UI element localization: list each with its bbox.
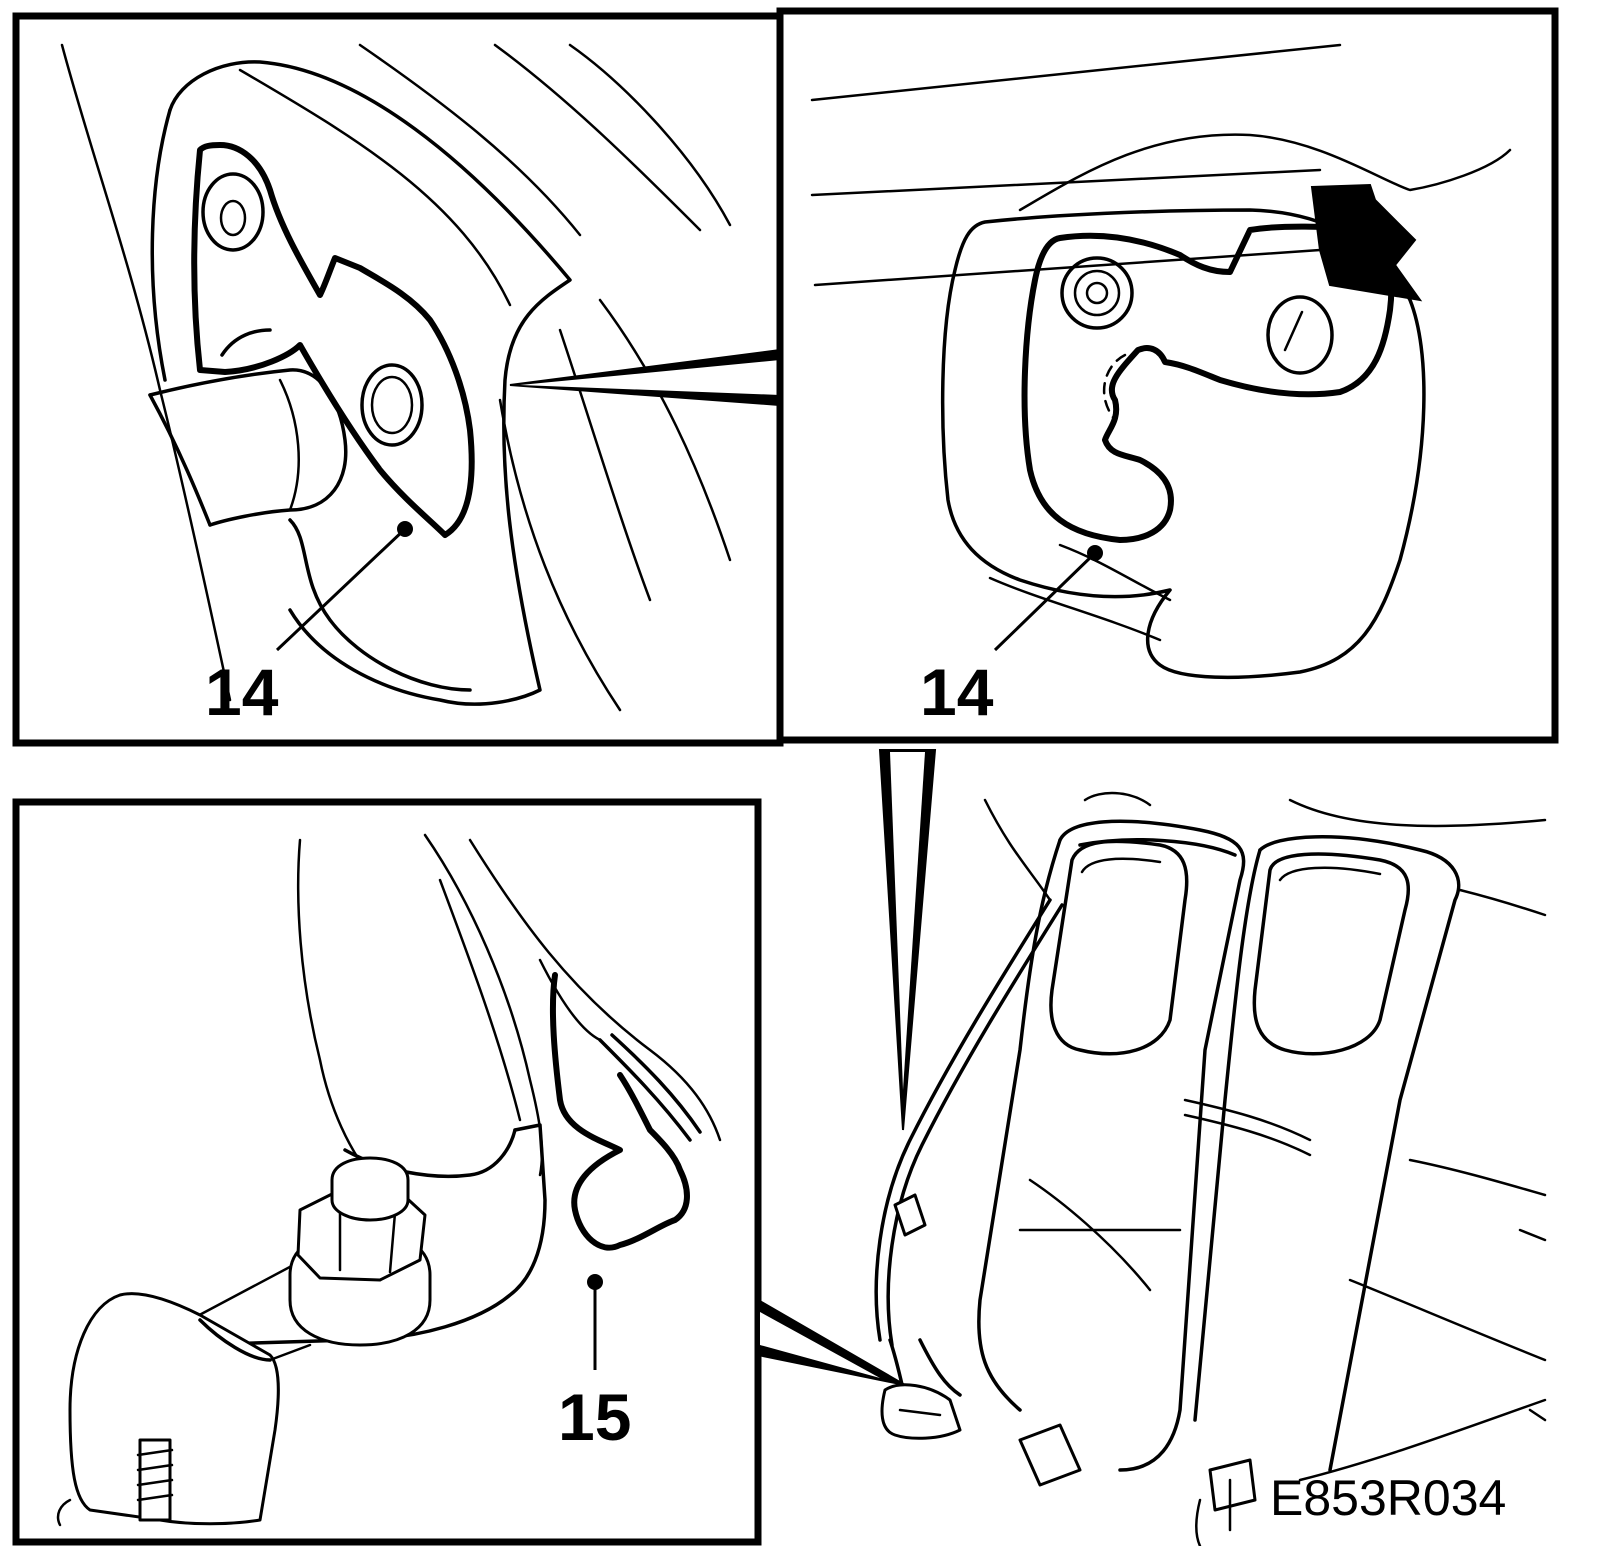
detail-panel-bottom-left: 15 [12, 798, 906, 1546]
callout-15-bottom-left: 15 [558, 1380, 631, 1454]
detail-panel-top-right: 14 [776, 7, 1559, 744]
top-left-artwork [60, 43, 781, 712]
callout-14-top-left: 14 [205, 655, 279, 729]
figure-code: E853R034 [1270, 1470, 1506, 1526]
callout-14-top-right: 14 [920, 655, 994, 729]
pointer-top-to-seat-inner [890, 752, 925, 1090]
detail-panel-top-left: 14 [12, 12, 784, 747]
top-right-artwork [810, 43, 1512, 680]
arrow-pointing-down-left-icon [1310, 183, 1423, 302]
rear-seat-overview [874, 791, 1547, 1546]
bottom-left-artwork [56, 833, 906, 1527]
